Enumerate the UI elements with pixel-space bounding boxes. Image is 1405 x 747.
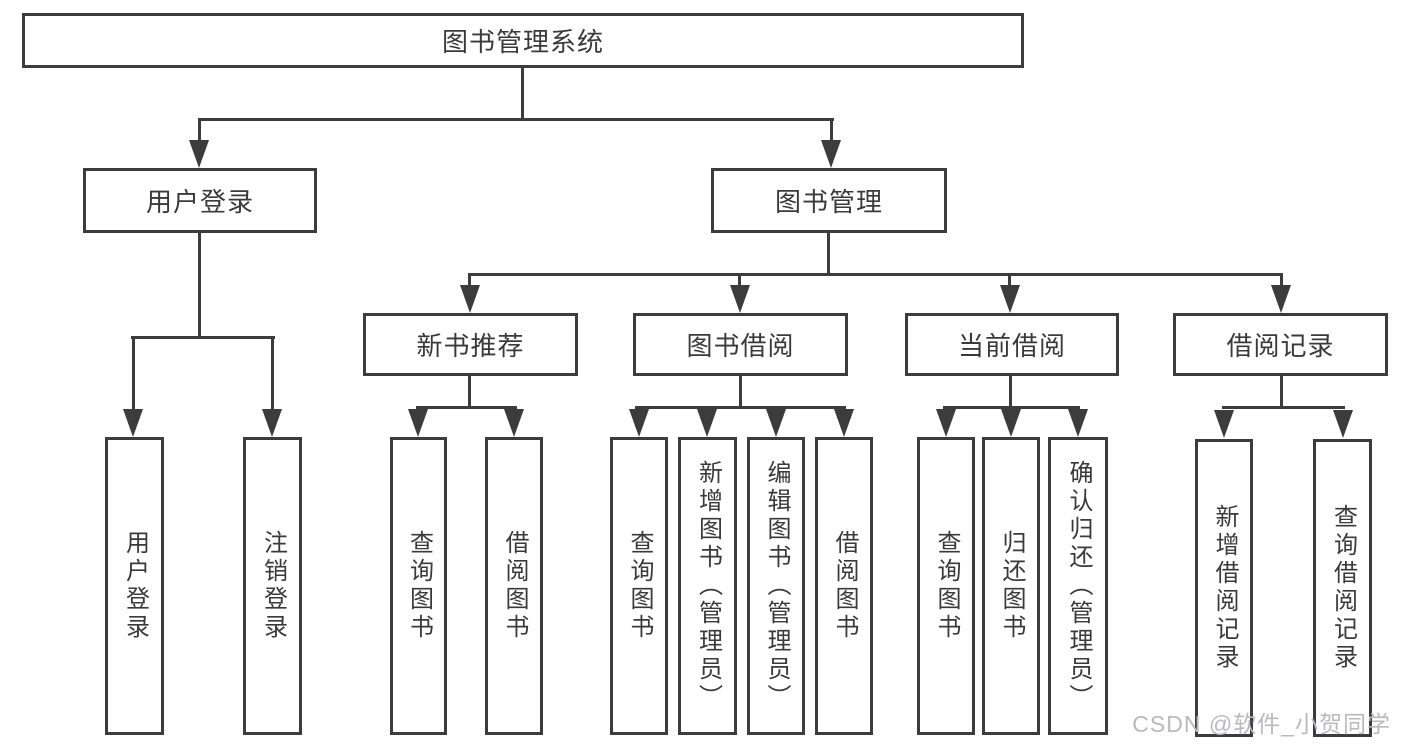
arrow-down-icon: [262, 409, 282, 437]
connector-line: [198, 118, 834, 121]
connector-line: [468, 273, 1283, 276]
leaf-query-books-borrowing: 查询图书: [610, 437, 668, 735]
arrow-down-icon: [821, 140, 841, 168]
node-label: 借阅图书: [501, 530, 528, 642]
arrow-down-icon: [1333, 410, 1353, 438]
leaf-confirm-return-admin: 确认归还（管理员）: [1048, 437, 1108, 735]
arrow-down-icon: [766, 409, 786, 437]
leaf-borrow-books-recommend: 借阅图书: [485, 437, 543, 735]
arrow-down-icon: [697, 409, 717, 437]
connector-line: [943, 406, 1080, 409]
node-new-book-recommend: 新书推荐: [363, 313, 578, 376]
node-label: 注销登录: [259, 530, 287, 642]
connector-line: [198, 118, 201, 143]
node-current-borrowing: 当前借阅: [905, 313, 1119, 376]
arrow-down-icon: [834, 409, 854, 437]
node-label: 图书借阅: [686, 331, 795, 361]
arrow-down-icon: [1001, 409, 1021, 437]
connector-line: [1008, 273, 1011, 287]
node-label: 图书管理: [774, 187, 883, 217]
arrow-down-icon: [1214, 410, 1234, 438]
node-label: 查询图书: [405, 530, 433, 642]
arrow-down-icon: [1000, 285, 1020, 313]
node-library-system: 图书管理系统: [22, 13, 1024, 68]
arrow-down-icon: [629, 409, 649, 437]
node-label: 借阅图书: [831, 530, 858, 642]
arrow-down-icon: [1271, 285, 1291, 313]
node-label: 确认归还（管理员）: [1065, 460, 1092, 712]
leaf-edit-books-admin: 编辑图书（管理员）: [747, 437, 805, 735]
connector-line: [468, 273, 471, 287]
node-label: 图书管理系统: [441, 27, 604, 57]
node-label: 查询图书: [626, 530, 653, 642]
node-label: 用户登录: [145, 187, 254, 217]
connector-line: [271, 336, 274, 411]
arrow-down-icon: [408, 409, 428, 437]
connector-line: [132, 336, 135, 411]
node-user-login: 用户登录: [83, 168, 317, 233]
node-label: 当前借阅: [957, 331, 1066, 361]
arrow-down-icon: [123, 409, 143, 437]
leaf-add-books-admin: 新增图书（管理员）: [678, 437, 737, 735]
arrow-down-icon: [460, 285, 480, 313]
connector-line: [739, 374, 742, 408]
connector-line: [468, 374, 471, 408]
leaf-query-books-recommend: 查询图书: [390, 437, 447, 735]
arrow-down-icon: [1068, 409, 1088, 437]
node-borrowing-records: 借阅记录: [1173, 313, 1388, 376]
connector-line: [1280, 374, 1283, 408]
connector-line: [1280, 273, 1283, 287]
connector-line: [416, 406, 517, 409]
connector-line: [1222, 406, 1345, 409]
leaf-return-books: 归还图书: [982, 437, 1040, 735]
node-label: 借阅记录: [1226, 331, 1335, 361]
connector-line: [635, 406, 846, 409]
connector-line: [198, 231, 201, 337]
node-label: 编辑图书（管理员）: [763, 460, 790, 712]
connector-line: [827, 231, 830, 275]
connector-line: [830, 118, 833, 143]
node-label: 用户登录: [121, 530, 149, 642]
node-label: 新增图书（管理员）: [694, 460, 722, 712]
node-label: 查询借阅记录: [1329, 504, 1357, 672]
arrow-down-icon: [504, 409, 524, 437]
connector-line: [131, 336, 275, 339]
node-label: 新书推荐: [416, 331, 525, 361]
node-book-borrowing: 图书借阅: [633, 313, 848, 376]
leaf-logout: 注销登录: [243, 437, 302, 735]
arrow-down-icon: [189, 140, 209, 168]
connector-line: [521, 66, 524, 118]
leaf-borrow-books: 借阅图书: [815, 437, 873, 735]
node-label: 查询图书: [933, 530, 960, 642]
leaf-user-login: 用户登录: [105, 437, 164, 735]
leaf-query-books-current: 查询图书: [917, 437, 975, 735]
csdn-watermark: CSDN @软件_小贺同学: [1132, 711, 1391, 737]
leaf-add-borrow-record: 新增借阅记录: [1195, 439, 1253, 737]
node-label: 归还图书: [998, 530, 1025, 642]
connector-line: [738, 273, 741, 287]
arrow-down-icon: [730, 285, 750, 313]
leaf-query-borrow-record: 查询借阅记录: [1313, 439, 1372, 737]
arrow-down-icon: [936, 409, 956, 437]
node-book-management: 图书管理: [711, 168, 947, 233]
connector-line: [1009, 374, 1012, 408]
node-label: 新增借阅记录: [1211, 504, 1238, 672]
